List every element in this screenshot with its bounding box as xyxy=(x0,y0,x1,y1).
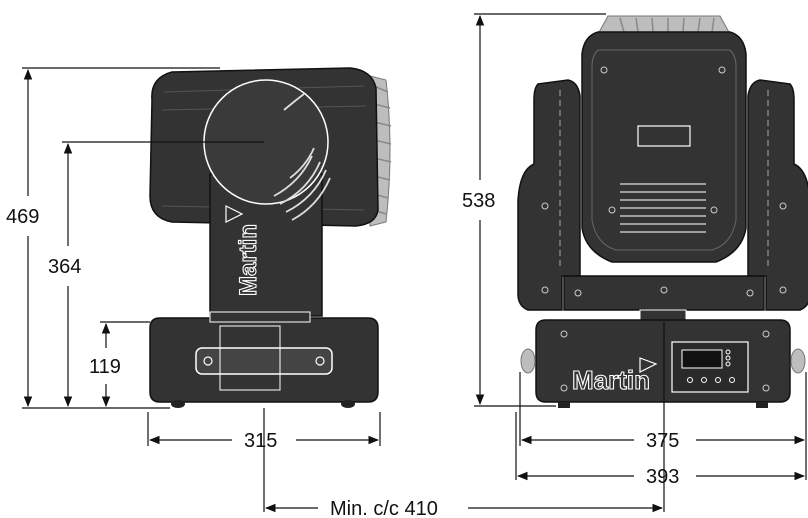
label-364: 364 xyxy=(48,256,81,278)
side-brand-logo: Martin xyxy=(235,224,262,296)
side-vent-slots xyxy=(273,93,331,221)
front-display xyxy=(681,349,723,369)
front-view: Martin xyxy=(517,15,808,408)
label-119: 119 xyxy=(89,356,121,378)
label-min-cc: Min. c/c 410 xyxy=(330,498,438,518)
front-yoke-arm-right xyxy=(747,79,808,311)
front-head-panel xyxy=(637,125,691,147)
side-view: Martin xyxy=(149,67,392,408)
label-469: 469 xyxy=(6,206,39,228)
side-foot-left xyxy=(171,400,185,408)
front-side-knob-left xyxy=(520,348,536,374)
front-side-knob-right xyxy=(790,348,806,374)
label-315: 315 xyxy=(244,430,277,452)
front-brand-logo: Martin xyxy=(572,365,650,395)
side-foot-right xyxy=(341,400,355,408)
front-head-body xyxy=(581,31,747,263)
front-foot-left xyxy=(558,402,570,408)
front-brand-mark xyxy=(639,357,658,373)
front-head-vents xyxy=(620,183,706,233)
label-393: 393 xyxy=(646,466,679,488)
front-button-2 xyxy=(701,377,707,383)
label-538: 538 xyxy=(462,190,495,212)
dimension-labels: 469 364 119 315 538 375 393 Min. c/c 410 xyxy=(6,190,679,518)
front-foot-right xyxy=(756,402,768,408)
front-button-4 xyxy=(729,377,735,383)
label-375: 375 xyxy=(646,430,679,452)
side-brand-mark xyxy=(225,205,244,223)
front-button-3 xyxy=(715,377,721,383)
dimension-lines xyxy=(22,13,807,513)
side-handle xyxy=(195,347,333,375)
front-yoke-arm-left xyxy=(517,79,581,311)
front-button-1 xyxy=(687,377,693,383)
